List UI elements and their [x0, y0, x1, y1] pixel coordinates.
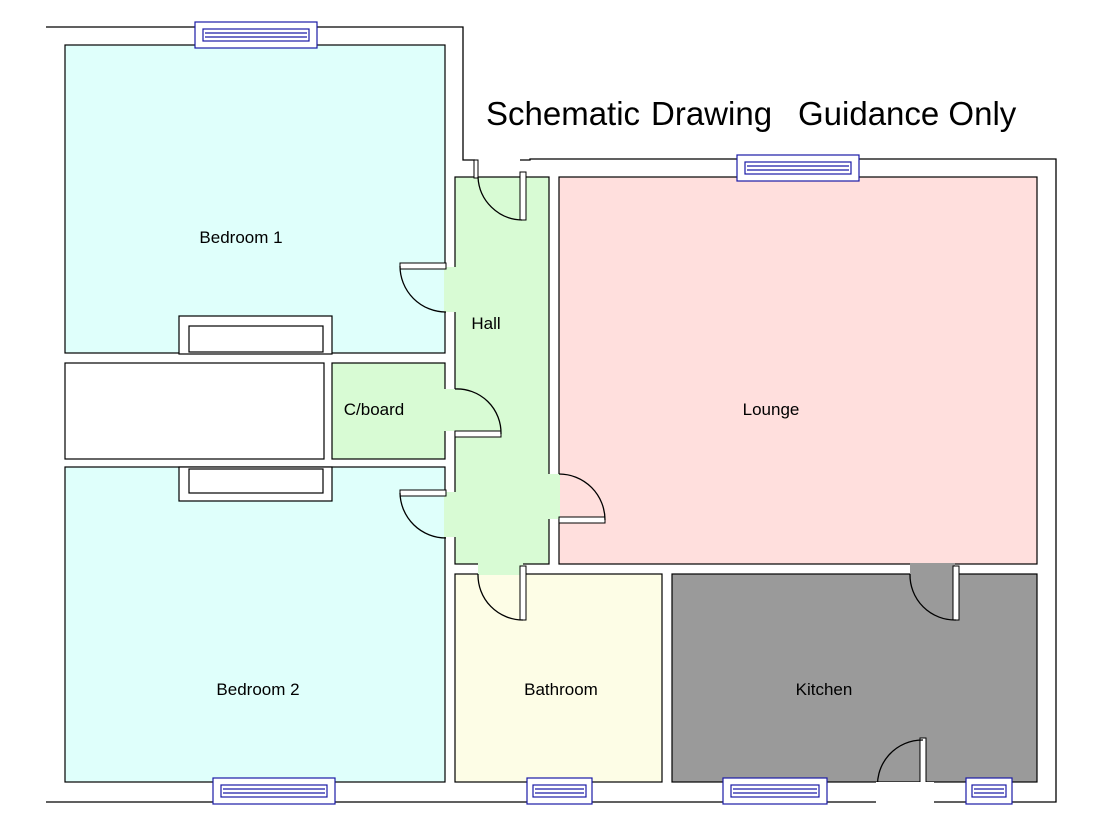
door-gap-bathroom [478, 563, 523, 575]
door-gap-bedroom2 [444, 492, 456, 537]
door-bedroom2 [399, 489, 447, 539]
lounge-floor [558, 176, 1038, 565]
label-bathroom: Bathroom [524, 680, 598, 699]
label-bedroom-2: Bedroom 2 [216, 680, 299, 699]
door-gap-cboard [444, 389, 456, 431]
label-bedroom-1: Bedroom 1 [199, 228, 282, 247]
title-schematic: Schematic [486, 95, 640, 132]
cboard-floor [331, 362, 446, 460]
hall-floor [454, 176, 550, 565]
title-drawing: Drawing [651, 95, 772, 132]
door-kitchen [909, 565, 960, 621]
window-kitchen-small [965, 777, 1013, 805]
wardrobe-2-inner [188, 468, 324, 494]
door-kitchen-external [876, 737, 934, 804]
window-bedroom1 [194, 21, 318, 49]
door-bathroom [477, 565, 527, 621]
window-lounge [736, 154, 860, 182]
bedroom-2-floor [64, 466, 446, 783]
title-guidance: Guidance Only [798, 95, 1017, 132]
wardrobe-1-inner [188, 325, 324, 353]
window-bathroom [526, 777, 593, 805]
label-cboard: C/board [344, 400, 404, 419]
storage-box [64, 362, 325, 460]
bedroom-1-floor [64, 44, 446, 354]
window-bedroom2 [212, 777, 336, 805]
door-entrance [473, 159, 527, 221]
label-lounge: Lounge [743, 400, 800, 419]
door-gap-kitchen [910, 563, 955, 575]
label-kitchen: Kitchen [796, 680, 853, 699]
label-hall: Hall [471, 314, 500, 333]
door-cboard [454, 388, 502, 438]
window-kitchen [722, 777, 828, 805]
kitchen-floor [671, 573, 1038, 783]
door-lounge [558, 473, 606, 524]
door-bedroom1 [399, 262, 447, 313]
door-gap-bedroom1 [444, 267, 456, 312]
door-gap-lounge [548, 474, 560, 519]
bathroom-floor [454, 573, 663, 783]
